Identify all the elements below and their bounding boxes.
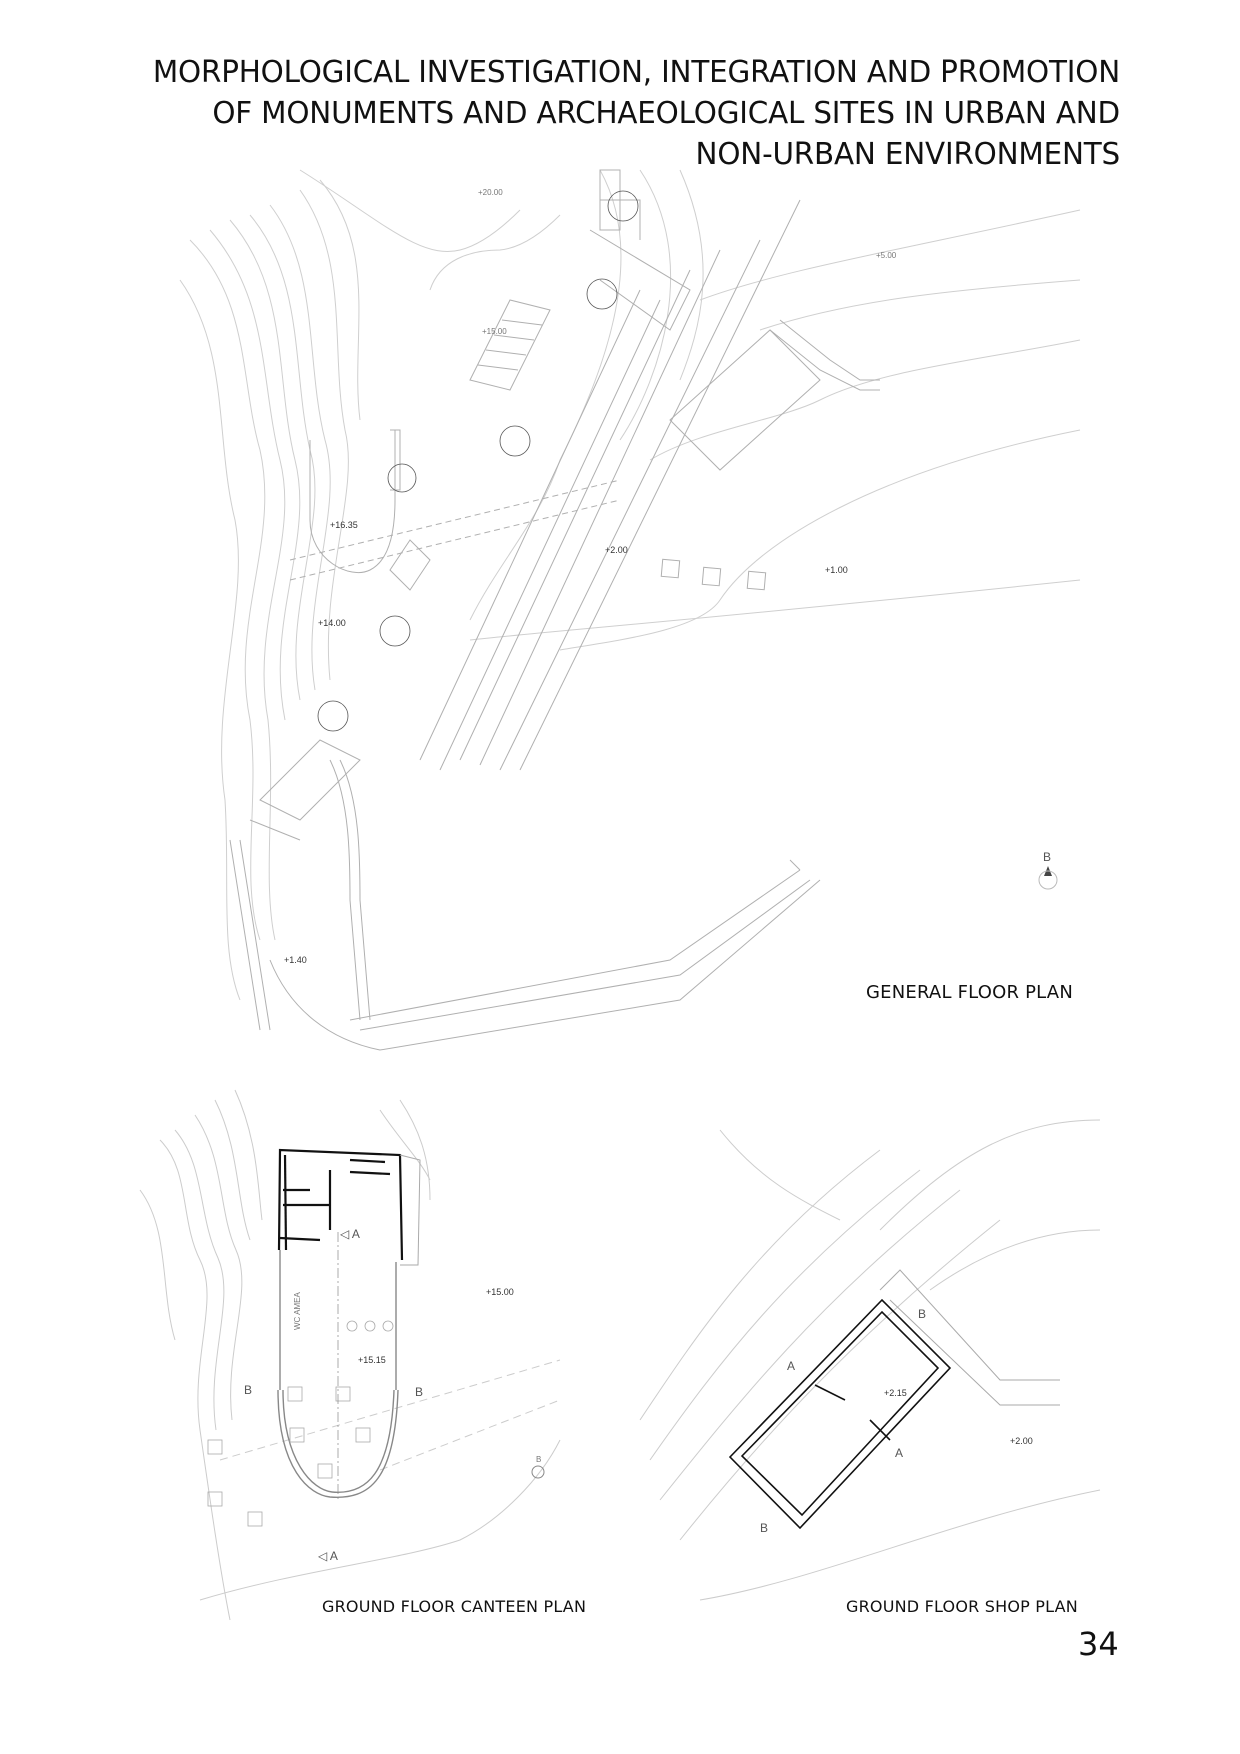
svg-text:B: B (760, 1521, 768, 1535)
general-floor-plan-drawing: +20.00 +15.00 +5.00 +16.35 +2.00 +1.00 +… (179, 169, 1081, 1051)
north-arrow-icon: B (1038, 850, 1058, 890)
svg-text:+2.00: +2.00 (605, 545, 628, 555)
svg-text:◁ A: ◁ A (318, 1549, 338, 1563)
svg-text:B: B (1043, 850, 1051, 864)
shop-contours (639, 1119, 1101, 1601)
canteen-walls (277, 1148, 404, 1261)
shop-site-lines (879, 1269, 1060, 1406)
title-line-2: OF MONUMENTS AND ARCHAEOLOGICAL SITES IN… (212, 96, 1120, 131)
general-floor-plan-caption: GENERAL FLOOR PLAN (866, 982, 1073, 1003)
site-linework (229, 169, 880, 1051)
svg-text:B: B (415, 1385, 423, 1399)
svg-text:+14.00: +14.00 (318, 618, 346, 628)
shop-plan-caption: GROUND FLOOR SHOP PLAN (846, 1597, 1078, 1616)
title-line-3: NON-URBAN ENVIRONMENTS (695, 137, 1121, 172)
svg-text:A: A (787, 1359, 795, 1373)
page-title: MORPHOLOGICAL INVESTIGATION, INTEGRATION… (42, 52, 1120, 175)
canteen-terrace-wall (277, 1154, 421, 1498)
svg-text:+15.15: +15.15 (358, 1355, 386, 1365)
canteen-plan-caption: GROUND FLOOR CANTEEN PLAN (322, 1597, 587, 1616)
svg-text:WC AMEA: WC AMEA (293, 1292, 302, 1330)
shop-annotations: +2.15 +2.00 A A B B (760, 1307, 1033, 1535)
svg-text:+15.00: +15.00 (486, 1287, 514, 1297)
canteen-furniture-icons (207, 1320, 394, 1527)
svg-text:+1.00: +1.00 (825, 565, 848, 575)
svg-text:+1.40: +1.40 (284, 955, 307, 965)
trees (317, 190, 639, 732)
canteen-annotations: ◁ A ◁ A B B +15.00 +15.15 WC AMEA B (244, 1227, 545, 1563)
canteen-contours (139, 1089, 561, 1621)
svg-text:+2.00: +2.00 (1010, 1436, 1033, 1446)
svg-text:A: A (895, 1446, 903, 1460)
svg-text:+16.35: +16.35 (330, 520, 358, 530)
level-markers: +20.00 +15.00 +5.00 +16.35 +2.00 +1.00 +… (284, 188, 897, 965)
svg-text:B: B (918, 1307, 926, 1321)
title-line-1: MORPHOLOGICAL INVESTIGATION, INTEGRATION… (152, 55, 1121, 90)
svg-text:+20.00: +20.00 (478, 188, 503, 197)
svg-text:B: B (536, 1455, 541, 1464)
page-number: 34 (1078, 1625, 1119, 1663)
svg-text:+15.00: +15.00 (482, 327, 507, 336)
svg-text:+5.00: +5.00 (876, 251, 897, 260)
svg-text:B: B (244, 1383, 252, 1397)
shop-walls (728, 1298, 952, 1530)
svg-text:+2.15: +2.15 (884, 1388, 907, 1398)
svg-text:◁ A: ◁ A (340, 1227, 360, 1241)
